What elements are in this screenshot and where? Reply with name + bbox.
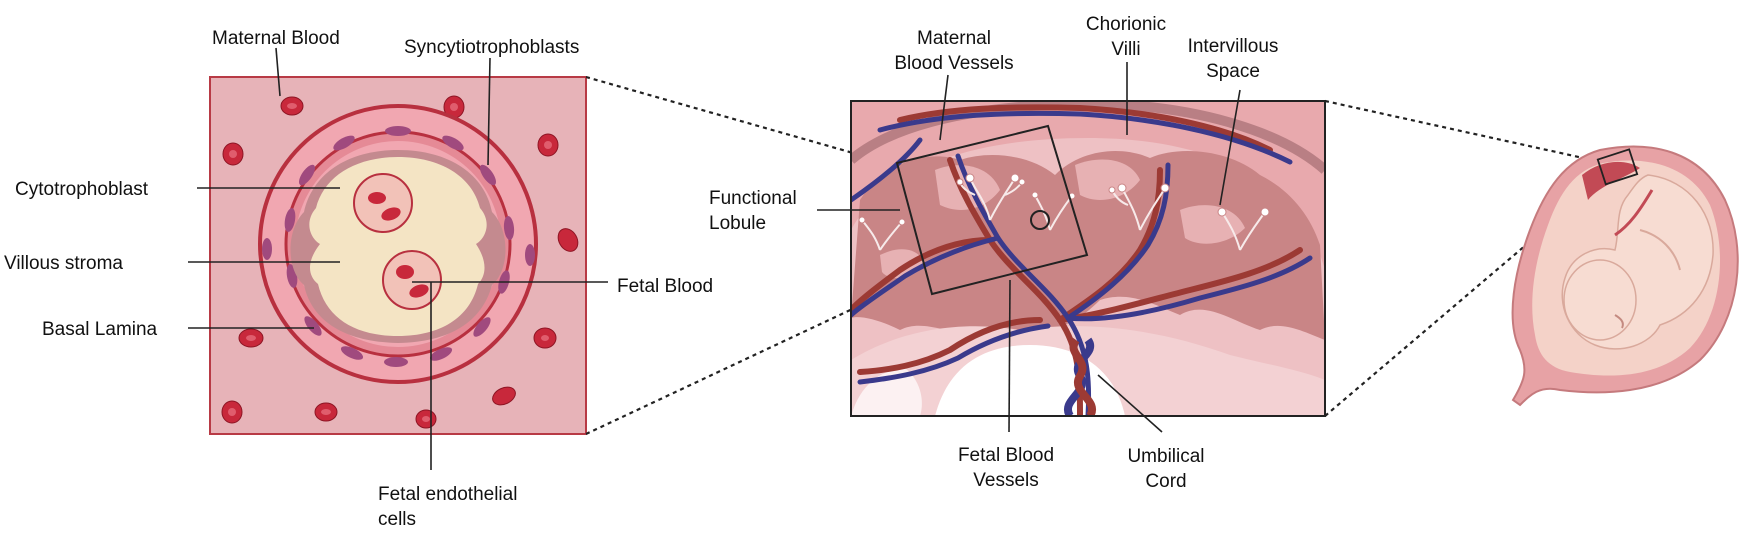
label-umbilical-line2: Cord — [1145, 471, 1186, 492]
nucleus — [384, 357, 408, 367]
label-fetal-endothelial-line1: Fetal endothelial — [378, 484, 517, 505]
label-intervillous-line1: Intervillous — [1188, 36, 1279, 57]
fetal-capillary-lower — [382, 250, 442, 310]
left-leader-lines — [188, 47, 608, 470]
fetal-endothelial-cell — [353, 173, 413, 233]
label-functional-line2: Lobule — [709, 213, 766, 234]
fetal-capillary-upper — [353, 173, 413, 233]
trophoblast-nuclei — [262, 126, 535, 367]
fetal-blood-vessels-blue — [851, 110, 1313, 416]
nucleus — [284, 208, 296, 232]
label-basal-lamina: Basal Lamina — [42, 319, 158, 340]
middle-leader-lines — [817, 62, 1241, 433]
nucleus — [340, 346, 364, 360]
red-blood-cell — [557, 228, 579, 252]
fetal-red-blood-cell — [409, 284, 429, 298]
nucleus — [262, 238, 272, 260]
label-fetal-vessels-line1: Fetal Blood — [958, 445, 1054, 466]
placenta-disc — [1582, 161, 1640, 200]
fetal-endothelial-cell — [382, 250, 442, 310]
fetus-head — [1563, 259, 1637, 341]
placenta-section — [850, 100, 1326, 417]
red-blood-cell — [492, 386, 516, 406]
label-cytotrophoblast: Cytotrophoblast — [15, 179, 149, 200]
label-maternal-blood: Maternal Blood — [212, 28, 340, 49]
label-intervillous-line2: Space — [1206, 61, 1260, 82]
nucleus — [525, 244, 535, 266]
nucleus — [503, 216, 515, 240]
chorionic-plate — [851, 101, 1325, 270]
nucleus — [385, 126, 411, 136]
villus-cross-section — [209, 76, 587, 435]
label-fetal-blood: Fetal Blood — [617, 276, 713, 297]
label-fetal-endothelial-line2: cells — [378, 509, 416, 530]
nucleus — [298, 164, 316, 186]
nucleus — [479, 164, 497, 186]
labels: Maternal Blood Syncytiotrophoblasts Cyto… — [4, 14, 1278, 530]
nucleus — [304, 316, 322, 336]
villus-zoom-marker — [1030, 210, 1050, 230]
fetal-red-blood-cell — [368, 192, 386, 204]
label-fetal-vessels-line2: Vessels — [973, 470, 1038, 491]
label-syncytiotrophoblasts: Syncytiotrophoblasts — [404, 37, 579, 58]
nucleus — [473, 317, 491, 337]
nucleus — [429, 347, 453, 361]
label-maternal-vessels-line1: Maternal — [917, 28, 991, 49]
label-umbilical-line1: Umbilical — [1127, 446, 1204, 467]
uterus-fetus-illustration — [1511, 145, 1739, 407]
label-chorionic-line2: Villi — [1111, 39, 1140, 60]
label-villous-stroma: Villous stroma — [4, 253, 123, 274]
placenta-section-frame — [850, 100, 1326, 417]
placenta-zoom-box — [1596, 148, 1639, 186]
label-functional-line1: Functional — [709, 188, 797, 209]
nucleus — [442, 135, 464, 151]
fetal-red-blood-cell — [381, 207, 401, 221]
functional-lobule-box — [895, 124, 1089, 296]
fetal-red-blood-cell — [396, 265, 414, 279]
label-maternal-vessels-line2: Blood Vessels — [894, 53, 1013, 74]
label-chorionic-line1: Chorionic — [1086, 14, 1166, 35]
nucleus — [333, 135, 355, 151]
